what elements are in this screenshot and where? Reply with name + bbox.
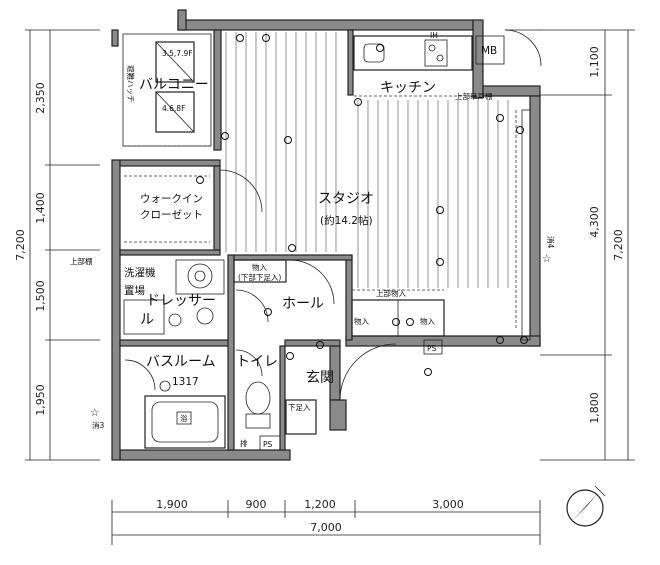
outlet-icon	[196, 176, 204, 184]
dim-left-2: 1,400	[34, 192, 47, 224]
star-left-note: 消3	[92, 420, 104, 430]
bath-mark: 浴	[180, 413, 188, 423]
walkin-closet	[124, 169, 263, 243]
ps-bottom-box	[259, 435, 281, 451]
studio-label: スタジオ	[318, 191, 374, 207]
outlet-icon	[424, 368, 432, 376]
bathroom-label: バスルーム	[146, 354, 216, 370]
outlet-icon	[406, 318, 414, 326]
left-dimension-lines	[25, 29, 100, 461]
dim-left-3: 1,500	[34, 280, 47, 312]
ps-bottom-label: PS	[263, 440, 273, 449]
outer-walls	[111, 9, 541, 461]
ps-right-label: PS	[427, 344, 437, 353]
north-arrow-icon	[566, 485, 606, 527]
dim-bottom-2: 900	[246, 498, 267, 511]
studio-size: (約14.2帖)	[320, 214, 373, 227]
upper-storage-label: 上部物入	[376, 288, 406, 298]
toilet-area	[235, 349, 271, 429]
balcony-label: バルコニー	[139, 77, 209, 93]
dim-bottom-3: 1,200	[304, 498, 336, 511]
outlet-icon	[316, 341, 324, 349]
outlet-icon	[436, 206, 444, 214]
outlet-icon	[262, 34, 270, 42]
outlet-icon	[264, 308, 272, 316]
interior-walls	[119, 29, 354, 451]
toilet-label: トイレ	[236, 354, 278, 370]
outlet-icon	[236, 34, 244, 42]
balcony-area	[122, 33, 212, 147]
outlet-icon	[520, 336, 528, 344]
dim-right-2: 4,300	[588, 206, 601, 238]
dim-right-1: 1,100	[588, 46, 601, 78]
outlet-icon	[354, 98, 362, 106]
kitchen-upper-cabinet: 上部吊戸棚	[455, 91, 493, 101]
dresser-area	[123, 259, 225, 335]
walkin-label-2: クローゼット	[140, 209, 203, 221]
bathroom-area	[124, 359, 226, 449]
outdoor-unit-label-2: 4.6,8F	[162, 104, 185, 113]
entrance-area	[285, 343, 397, 435]
dim-left-4: 1,950	[34, 384, 47, 416]
right-dimension-lines	[540, 29, 635, 461]
studio-flooring	[225, 32, 509, 288]
storage-left-label: 物入	[354, 316, 369, 326]
outlet-icon	[221, 132, 229, 140]
mb-label: MB	[481, 45, 497, 57]
shoe-box-label: 下足入	[288, 403, 311, 412]
hall-area	[233, 259, 335, 323]
outlet-icon	[376, 44, 384, 52]
laundry-place-label: 置場	[124, 284, 145, 297]
dim-left-total: 7,200	[14, 229, 27, 261]
outdoor-unit-label-1: 3.5,7.9F	[162, 49, 193, 58]
dim-bottom-4: 3,000	[432, 498, 464, 511]
right-window-strip	[515, 109, 531, 341]
storage-hall-sub: (下部下足入)	[238, 272, 281, 282]
upper-cabinet-label: 上部棚	[70, 256, 93, 266]
balcony-door-right	[504, 29, 542, 67]
storage-units-studio	[351, 289, 445, 355]
dresser-label-2: ル	[140, 312, 154, 328]
pipe-mark: 排	[240, 438, 248, 448]
storage-hall-label: 物入	[252, 262, 267, 272]
outlet-icon	[288, 244, 296, 252]
star-right-icon: ☆	[542, 253, 551, 265]
outlet-icon	[284, 136, 292, 144]
walkin-label-1: ウォークイン	[140, 193, 203, 205]
storage-right-label: 物入	[420, 316, 435, 326]
dim-bottom-total: 7,000	[310, 521, 342, 534]
dim-left-1: 2,350	[34, 82, 47, 114]
outlet-icon	[496, 114, 504, 122]
outlet-icon	[436, 258, 444, 266]
outlet-markers	[196, 34, 528, 376]
bathroom-size: 1317	[172, 376, 199, 388]
dresser-label-1: ドレッサー	[146, 293, 216, 309]
stove-label: IH	[430, 31, 438, 40]
star-left-icon: ☆	[90, 407, 99, 419]
hall-label: ホール	[282, 296, 324, 312]
outlet-icon	[496, 336, 504, 344]
star-right-note: 消4	[546, 236, 556, 248]
outlet-icon	[392, 318, 400, 326]
laundry-label: 洗濯機	[124, 266, 156, 279]
kitchen-area	[353, 35, 505, 97]
outlet-icon	[516, 126, 524, 134]
dim-right-3: 1,800	[588, 392, 601, 424]
dim-bottom-1: 1,900	[156, 498, 188, 511]
kitchen-label: キッチン	[380, 80, 436, 96]
balcony-note: 避難ハッチ	[126, 65, 136, 103]
bottom-dimension-lines	[111, 500, 541, 545]
dim-right-total: 7,200	[612, 229, 625, 261]
outlet-icon	[286, 352, 294, 360]
entrance-label: 玄関	[306, 369, 334, 386]
